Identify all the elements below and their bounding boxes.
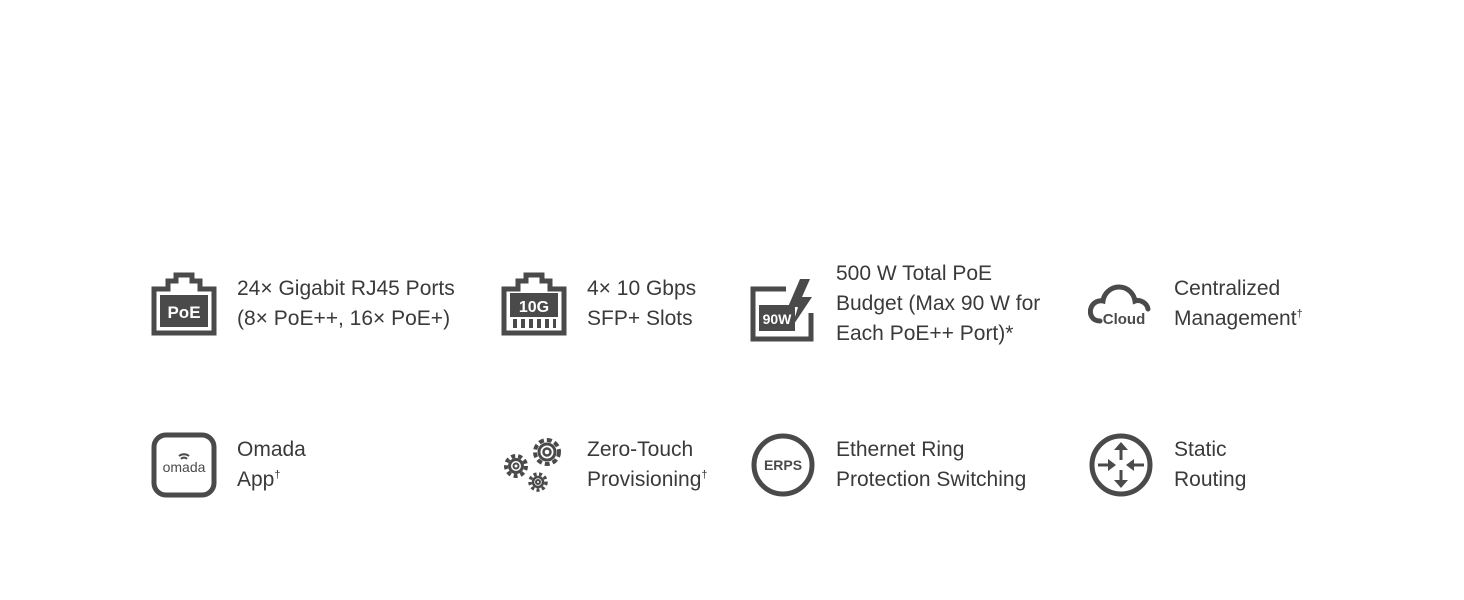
feature-label: Static Routing — [1174, 435, 1246, 495]
feature-line: App† — [237, 465, 306, 495]
sfp-port-icon: 10G — [501, 271, 567, 337]
feature-line: 500 W Total PoE — [836, 262, 993, 285]
routing-arrows-icon — [1088, 432, 1154, 498]
feature-line-text: Provisioning — [587, 468, 702, 491]
feature-zero-touch: Zero-Touch Provisioning† — [501, 432, 708, 498]
feature-line: Protection Switching — [836, 468, 1027, 491]
feature-erps: ERPS Ethernet Ring Protection Switching — [750, 432, 1026, 498]
feature-sfp-slots: 10G 4× 10 Gbps SFP+ Slots — [501, 271, 696, 337]
feature-omada-app: omada Omada App† — [151, 432, 306, 498]
feature-line: SFP+ Slots — [587, 307, 693, 330]
feature-label: Centralized Management† — [1174, 274, 1303, 334]
feature-line: Omada — [237, 438, 306, 461]
poe-icon-label: PoE — [167, 303, 200, 322]
feature-static-routing: Static Routing — [1088, 432, 1246, 498]
feature-line: (8× PoE++, 16× PoE+) — [237, 307, 451, 330]
poe-budget-icon: 90W — [750, 277, 816, 343]
feature-label: 24× Gigabit RJ45 Ports (8× PoE++, 16× Po… — [237, 274, 455, 334]
feature-poe-budget: 90W 500 W Total PoE Budget (Max 90 W for… — [750, 262, 1040, 349]
feature-line: Zero-Touch — [587, 438, 694, 461]
poe-budget-icon-label: 90W — [763, 311, 793, 327]
feature-label: 4× 10 Gbps SFP+ Slots — [587, 274, 696, 334]
feature-line: Provisioning† — [587, 465, 708, 495]
feature-label: Ethernet Ring Protection Switching — [836, 435, 1026, 495]
feature-label: 500 W Total PoE Budget (Max 90 W for Eac… — [836, 259, 1040, 349]
omada-icon-label: omada — [163, 459, 206, 475]
dagger-mark: † — [1296, 308, 1303, 320]
sfp-icon-label: 10G — [519, 299, 549, 316]
cloud-icon: Cloud — [1088, 271, 1154, 337]
feature-line-text: Management — [1174, 307, 1297, 330]
feature-rj45-ports: PoE 24× Gigabit RJ45 Ports (8× PoE++, 16… — [151, 271, 455, 337]
feature-line: Ethernet Ring — [836, 438, 965, 461]
feature-centralized-management: Cloud Centralized Management† — [1088, 271, 1303, 337]
poe-port-icon: PoE — [151, 271, 217, 337]
feature-line: Centralized — [1174, 277, 1281, 300]
feature-label: Omada App† — [237, 435, 306, 495]
gears-icon — [501, 432, 567, 498]
erps-icon: ERPS — [750, 432, 816, 498]
feature-line: 24× Gigabit RJ45 Ports — [237, 277, 455, 300]
feature-line: Static — [1174, 438, 1227, 461]
cloud-icon-label: Cloud — [1103, 311, 1146, 328]
dagger-mark: † — [274, 469, 281, 481]
feature-line: Management† — [1174, 304, 1303, 334]
feature-line: Routing — [1174, 468, 1247, 491]
erps-icon-label: ERPS — [764, 457, 802, 473]
feature-label: Zero-Touch Provisioning† — [587, 435, 708, 495]
feature-line: Budget (Max 90 W for — [836, 292, 1041, 315]
omada-app-icon: omada — [151, 432, 217, 498]
feature-line-text: App — [237, 468, 275, 491]
feature-line: 4× 10 Gbps — [587, 277, 697, 300]
feature-line: Each PoE++ Port)* — [836, 322, 1014, 345]
dagger-mark: † — [701, 469, 708, 481]
